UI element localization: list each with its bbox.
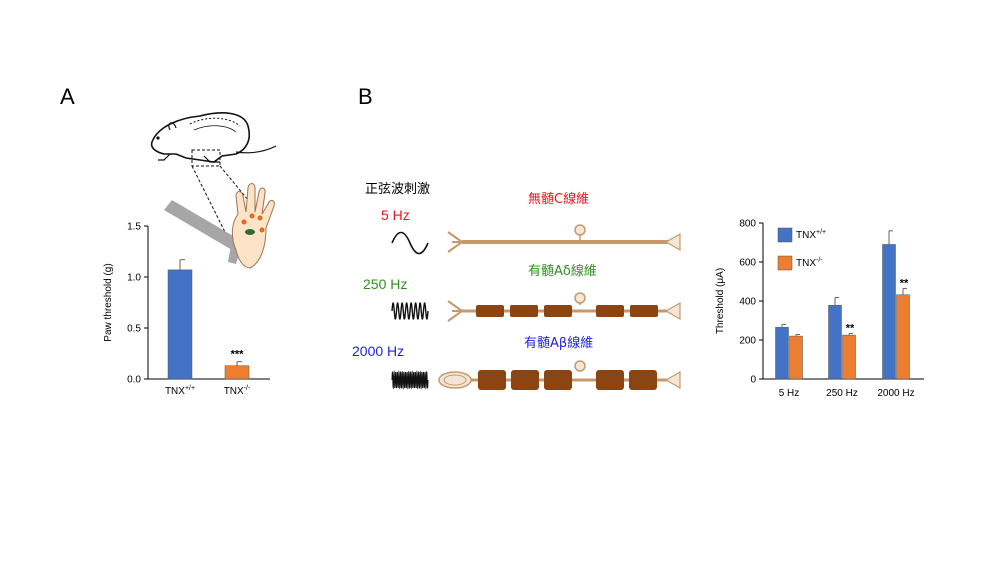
abeta-myelin	[478, 370, 506, 390]
y-tick-label: 0.0	[127, 375, 141, 386]
y-tick-label: 0.5	[127, 324, 141, 335]
x-category-label: 5 Hz	[779, 388, 800, 399]
adelta-fiber-diagram	[447, 292, 681, 322]
paw-pad-dot	[241, 219, 247, 225]
significance-label: ***	[231, 349, 245, 361]
paw-pad-dot	[259, 227, 265, 233]
abeta-soma	[574, 360, 586, 372]
c-fiber-soma	[574, 224, 586, 236]
x-category-label: 250 Hz	[826, 388, 858, 399]
panel-a-label: A	[60, 84, 75, 109]
rat-eye	[156, 136, 160, 140]
significance-label: **	[846, 323, 855, 335]
legend-swatch	[777, 227, 793, 243]
rat-icon	[150, 112, 277, 163]
y-tick-label: 1.5	[127, 222, 141, 233]
freq-label-5hz: 5 Hz	[381, 207, 410, 223]
significance-label: **	[900, 278, 909, 290]
adelta-soma	[574, 292, 586, 304]
freq-label-250hz: 250 Hz	[363, 276, 407, 292]
bar	[224, 365, 250, 380]
y-tick-label: 1.0	[127, 273, 141, 284]
adelta-myelin	[630, 305, 658, 317]
bar	[882, 244, 896, 380]
legend-label: TNX-/-	[796, 257, 823, 269]
legend-swatch	[777, 255, 793, 271]
y-axis-label: Paw threshold (g)	[103, 263, 114, 341]
adelta-fiber-ending	[447, 300, 463, 322]
abeta-myelin	[511, 370, 539, 390]
y-axis-label: Threshold (μA)	[715, 268, 726, 334]
fiber-label-c: 無髄C線維	[528, 191, 589, 207]
abeta-terminal	[664, 370, 681, 390]
sine-wave-250hz-icon	[391, 302, 429, 320]
bar	[842, 334, 856, 380]
bar	[896, 294, 910, 380]
bar	[775, 327, 789, 380]
abeta-myelin	[596, 370, 624, 390]
abeta-myelin	[629, 370, 657, 390]
sine-wave-5hz-icon	[391, 231, 429, 255]
y-tick-label: 200	[739, 336, 756, 347]
paw-icon	[231, 183, 275, 269]
c-fiber-ending	[447, 231, 463, 253]
x-category-label: TNX+/+	[165, 385, 195, 397]
c-fiber-diagram	[447, 224, 681, 253]
panel-b-label: B	[358, 84, 373, 109]
x-category-label: TNX-/-	[224, 385, 251, 397]
adelta-myelin	[544, 305, 572, 317]
y-tick-label: 0	[750, 375, 756, 386]
bar	[828, 305, 842, 380]
adelta-myelin	[510, 305, 538, 317]
abeta-corpuscle-inner	[443, 374, 467, 386]
freq-label-2000hz: 2000 Hz	[352, 343, 404, 359]
y-tick-label: 400	[739, 297, 756, 308]
adelta-myelin	[596, 305, 624, 317]
y-tick-label: 600	[739, 258, 756, 269]
bar	[167, 269, 193, 380]
y-tick-label: 800	[739, 219, 756, 230]
adelta-myelin	[476, 305, 504, 317]
paw-pad-dot	[249, 213, 255, 219]
paw-pad-green	[245, 229, 255, 235]
sine-wave-2000hz-icon	[391, 370, 429, 390]
bar	[789, 335, 803, 380]
adelta-terminal	[664, 301, 681, 321]
rat-illustration	[150, 112, 277, 247]
abeta-myelin	[544, 370, 572, 390]
fiber-label-adelta: 有髄Aδ線維	[528, 263, 597, 279]
filament-bar	[164, 200, 240, 250]
fiber-label-abeta: 有髄Aβ線維	[524, 335, 593, 351]
abeta-corpuscle	[438, 371, 472, 389]
c-fiber-terminal	[664, 232, 681, 252]
paw-illustration	[164, 183, 275, 269]
paw-pad-dot	[257, 215, 263, 221]
legend-label: TNX+/+	[796, 229, 826, 241]
x-category-label: 2000 Hz	[877, 388, 914, 399]
zoom-box	[191, 149, 221, 167]
abeta-fiber-diagram	[438, 360, 681, 390]
stimulus-title: 正弦波刺激	[365, 181, 430, 197]
